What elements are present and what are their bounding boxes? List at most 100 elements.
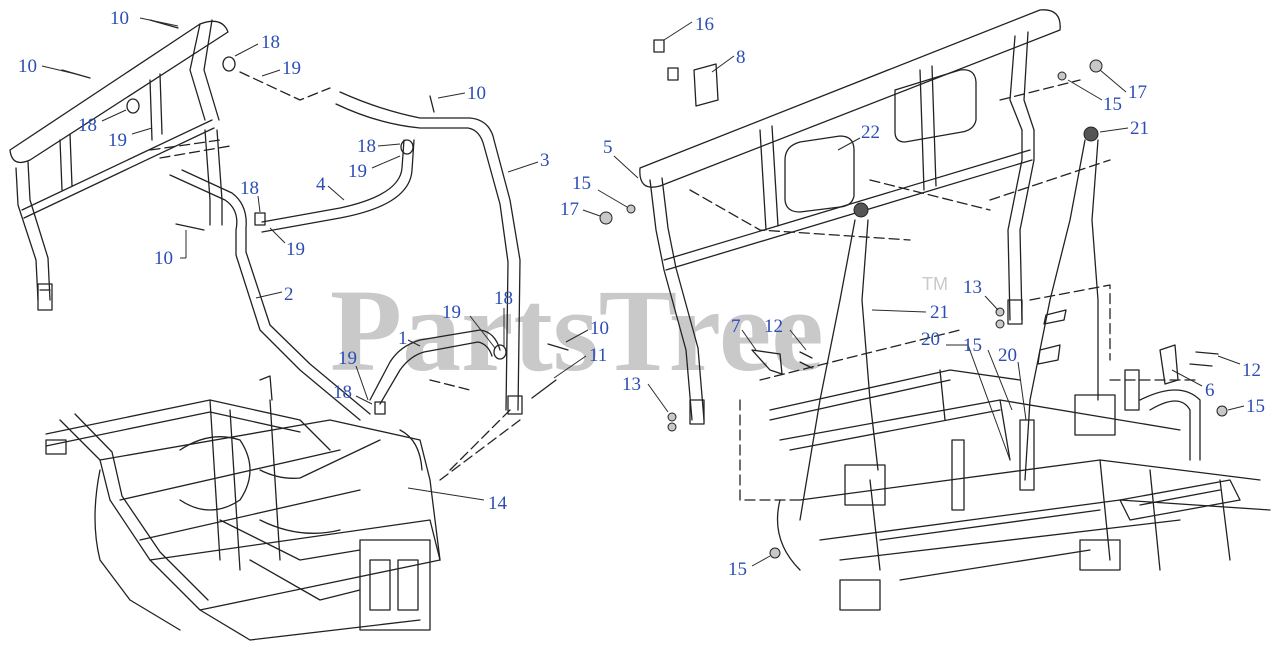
- callout-c22: 18: [333, 382, 373, 405]
- callout-label: 17: [560, 199, 579, 220]
- callout-label: 10: [110, 8, 129, 29]
- callout-label: 20: [921, 329, 940, 350]
- callout-label: 18: [494, 288, 513, 309]
- callout-c11: 3: [507, 150, 550, 173]
- callout-c18: 1: [398, 328, 421, 349]
- callout-c10: 4: [316, 174, 345, 201]
- callout-label: 17: [1128, 82, 1147, 103]
- callout-label: 22: [861, 122, 880, 143]
- callout-c37: 20: [921, 329, 1011, 461]
- bar-1: [369, 329, 501, 405]
- callout-c29: 22: [837, 122, 880, 151]
- callout-c39: 20: [998, 345, 1027, 421]
- callout-label: 18: [357, 136, 376, 157]
- callout-c44: 15: [728, 555, 771, 580]
- callout-c05: 18: [78, 109, 127, 136]
- roll-bar-3: [335, 91, 523, 415]
- callout-label: 12: [764, 316, 783, 337]
- callout-c27: 15: [572, 173, 628, 208]
- callout-label: 13: [622, 374, 641, 395]
- callout-label: 15: [572, 173, 591, 194]
- headrests: [784, 69, 977, 213]
- callout-c08: 18: [357, 136, 401, 157]
- callout-label: 18: [261, 32, 280, 53]
- callout-label: 21: [930, 302, 949, 323]
- callout-c21: 19: [338, 348, 369, 401]
- callout-c30: 17: [1099, 69, 1147, 103]
- callout-c43: 15: [1227, 396, 1265, 417]
- callout-c36: 21: [871, 302, 949, 323]
- callout-label: 19: [338, 348, 357, 369]
- callout-c25: 8: [711, 47, 746, 73]
- callout-label: 19: [348, 161, 367, 182]
- callout-label: 18: [333, 382, 352, 403]
- callout-label: 10: [590, 318, 609, 339]
- callout-label: 7: [731, 316, 741, 337]
- roll-bar-2: [169, 129, 371, 421]
- callout-c40: 12: [1217, 355, 1261, 381]
- callout-label: 19: [286, 239, 305, 260]
- callout-c03: 18: [234, 32, 280, 57]
- callout-c12: 18: [240, 178, 261, 213]
- callout-label: 5: [603, 137, 613, 158]
- lower-chassis-right: [751, 344, 1271, 611]
- cross-bar-4: [261, 139, 415, 233]
- callout-label: 20: [998, 345, 1017, 366]
- callout-c13: 10: [154, 230, 187, 269]
- callout-label: 11: [589, 345, 607, 366]
- callout-label: 2: [284, 284, 294, 305]
- hardware-right: [599, 39, 1228, 559]
- callout-c35: 12: [764, 316, 807, 351]
- callout-c38: 15: [963, 335, 1013, 411]
- callout-c19: 10: [565, 318, 609, 343]
- callout-c02: 10: [18, 56, 81, 77]
- callout-c28: 17: [560, 199, 601, 220]
- watermark-trademark: TM: [922, 274, 948, 294]
- callout-c16: 19: [442, 302, 496, 349]
- callout-c26: 5: [603, 137, 639, 179]
- callout-c14: 19: [269, 227, 305, 260]
- clamps-left: [126, 56, 507, 415]
- callout-label: 3: [540, 150, 550, 171]
- callout-c17: 18: [494, 288, 513, 346]
- callout-label: 12: [1242, 360, 1261, 381]
- watermark: PartsTree TM: [330, 265, 948, 396]
- callout-c09: 19: [348, 155, 401, 182]
- lower-chassis-left: [45, 375, 441, 641]
- callout-label: 21: [1130, 118, 1149, 139]
- callout-label: 19: [108, 130, 127, 151]
- callout-c01: 10: [110, 8, 179, 29]
- callout-label: 10: [18, 56, 37, 77]
- alignment-lines-right: [689, 79, 1201, 501]
- callout-c07: 10: [437, 83, 486, 104]
- callout-c20: 11: [553, 345, 607, 379]
- callout-label: 14: [488, 493, 508, 514]
- callout-c42: 6: [1171, 369, 1215, 401]
- alignment-lines-left: [149, 71, 521, 481]
- callout-c32: 21: [1099, 118, 1149, 139]
- callout-label: 4: [316, 174, 326, 195]
- callouts: 10 10 18 19 18 19 10 18 19 4 3 18 10 19 …: [18, 8, 1265, 580]
- callout-label: 10: [154, 248, 173, 269]
- callout-c34: 7: [731, 316, 757, 351]
- callout-label: 8: [736, 47, 746, 68]
- callout-c33: 13: [963, 277, 999, 311]
- callout-label: 19: [442, 302, 461, 323]
- callout-label: 16: [695, 14, 714, 35]
- rear-rack-frame: [9, 19, 229, 311]
- callout-label: 15: [1246, 396, 1265, 417]
- callout-c23: 14: [407, 487, 508, 514]
- callout-label: 15: [1103, 94, 1122, 115]
- callout-label: 1: [398, 328, 408, 349]
- callout-c06: 19: [108, 127, 153, 151]
- callout-c15: 2: [255, 284, 294, 305]
- callout-c04: 19: [261, 58, 301, 79]
- watermark-text: PartsTree: [330, 265, 824, 396]
- callout-label: 18: [240, 178, 259, 199]
- callout-label: 6: [1205, 380, 1215, 401]
- callout-label: 10: [467, 83, 486, 104]
- seat-belts: [799, 126, 1116, 521]
- callout-c24: 16: [663, 14, 714, 41]
- callout-label: 13: [963, 277, 982, 298]
- callout-label: 18: [78, 115, 97, 136]
